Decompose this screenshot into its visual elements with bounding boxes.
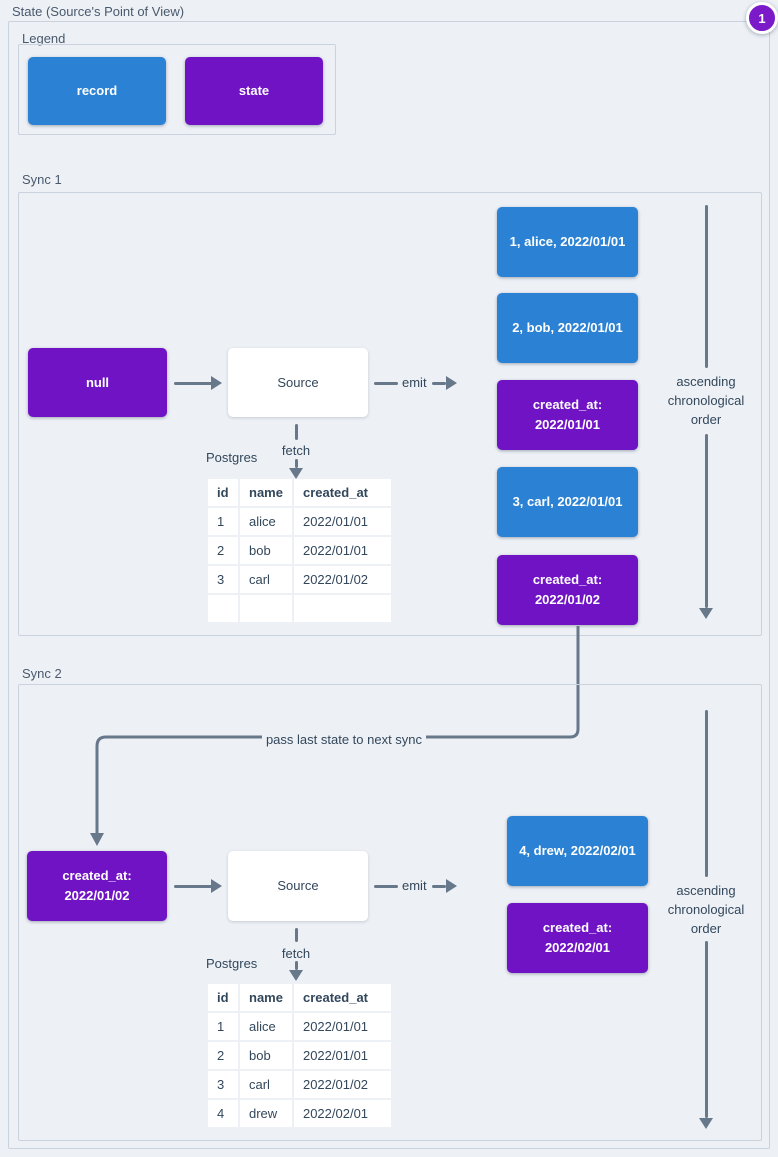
connector-line [432, 382, 446, 385]
sync2-fetch-label: fetch [281, 946, 311, 961]
table-cell: bob [240, 537, 292, 564]
sync2-emit-label: emit [402, 878, 427, 893]
outer-frame [8, 21, 770, 1149]
table-cell: 4 [208, 1100, 238, 1127]
connector-line [705, 941, 708, 1118]
connector-line [374, 885, 398, 888]
table-cell: 2 [208, 1042, 238, 1069]
table-header-cell: name [240, 984, 292, 1011]
table-row: 2 bob 2022/01/01 [208, 1042, 391, 1069]
arrowhead-right-icon [446, 376, 457, 390]
table-cell: 1 [208, 508, 238, 535]
sync1-postgres-table: id name created_at 1 alice 2022/01/01 2 … [206, 477, 393, 624]
table-header-cell: id [208, 984, 238, 1011]
sync2-postgres-table: id name created_at 1 alice 2022/01/01 2 … [206, 982, 393, 1129]
table-cell: 2022/01/01 [293, 1042, 391, 1069]
table-row: 1 alice 2022/01/01 [208, 1013, 391, 1040]
sync1-group [18, 192, 762, 636]
table-cell [293, 595, 391, 622]
state-node: created_at: 2022/01/02 [497, 555, 638, 625]
sync1-db-label: Postgres [206, 450, 258, 465]
arrowhead-down-icon [699, 608, 713, 619]
connector-line [295, 424, 298, 440]
table-cell: 2022/01/01 [293, 508, 391, 535]
arrowhead-down-icon [289, 468, 303, 479]
connector-line [174, 885, 212, 888]
pass-state-label: pass last state to next sync [265, 732, 423, 747]
connector-line [705, 434, 708, 608]
table-cell: 1 [208, 1013, 238, 1040]
table-row: 1 alice 2022/01/01 [208, 508, 391, 535]
sync1-order-label: ascending chronological order [667, 374, 745, 427]
legend-label: Legend [22, 31, 66, 46]
connector-line [374, 382, 398, 385]
arrowhead-right-icon [211, 376, 222, 390]
sync2-group [18, 684, 762, 1141]
connector-line [432, 885, 446, 888]
table-cell: alice [240, 1013, 292, 1040]
sync2-source-node: Source [228, 851, 368, 921]
arrowhead-right-icon [446, 879, 457, 893]
table-cell: drew [240, 1100, 292, 1127]
table-cell: carl [240, 1071, 292, 1098]
arrowhead-right-icon [211, 879, 222, 893]
sync2-order-label: ascending chronological order [667, 883, 745, 936]
arrowhead-down-icon [289, 970, 303, 981]
sync2-db-label: Postgres [206, 956, 258, 971]
sync1-input-state-node: null [28, 348, 167, 417]
table-cell [208, 595, 238, 622]
sync2-label: Sync 2 [22, 666, 62, 681]
page-title: State (Source's Point of View) [12, 4, 185, 19]
step-badge: 1 [746, 2, 778, 34]
state-node: created_at: 2022/02/01 [507, 903, 648, 973]
table-cell: 3 [208, 566, 238, 593]
record-node: 3, carl, 2022/01/01 [497, 467, 638, 537]
table-row: 4 drew 2022/02/01 [208, 1100, 391, 1127]
table-cell: 2022/01/02 [293, 566, 391, 593]
table-row [208, 595, 391, 622]
sync1-source-node: Source [228, 348, 368, 417]
table-cell [240, 595, 292, 622]
connector-line [174, 382, 212, 385]
connector-line [705, 710, 708, 877]
record-node: 1, alice, 2022/01/01 [497, 207, 638, 277]
sync1-label: Sync 1 [22, 172, 62, 187]
record-node: 2, bob, 2022/01/01 [497, 293, 638, 363]
table-header-cell: created_at [293, 984, 391, 1011]
table-cell: alice [240, 508, 292, 535]
record-node: 4, drew, 2022/02/01 [507, 816, 648, 886]
table-cell: 2022/01/02 [293, 1071, 391, 1098]
table-cell: bob [240, 1042, 292, 1069]
table-row: 2 bob 2022/01/01 [208, 537, 391, 564]
legend-state-swatch: state [185, 57, 323, 125]
connector-line [295, 961, 298, 970]
sync2-input-state-node: created_at: 2022/01/02 [27, 851, 167, 921]
table-cell: 2022/01/01 [293, 1013, 391, 1040]
table-cell: 2022/01/01 [293, 537, 391, 564]
table-cell: carl [240, 566, 292, 593]
table-cell: 3 [208, 1071, 238, 1098]
connector-line [295, 928, 298, 942]
table-cell: 2 [208, 537, 238, 564]
table-row: 3 carl 2022/01/02 [208, 1071, 391, 1098]
sync1-fetch-label: fetch [281, 443, 311, 458]
arrowhead-down-icon [699, 1118, 713, 1129]
table-header-cell: name [240, 479, 292, 506]
table-header-cell: id [208, 479, 238, 506]
table-cell: 2022/02/01 [293, 1100, 391, 1127]
connector-line [705, 205, 708, 368]
legend-record-swatch: record [28, 57, 166, 125]
state-node: created_at: 2022/01/01 [497, 380, 638, 450]
legend-group [18, 44, 336, 135]
table-header-cell: created_at [293, 479, 391, 506]
sync1-emit-label: emit [402, 375, 427, 390]
table-row: 3 carl 2022/01/02 [208, 566, 391, 593]
connector-line [295, 459, 298, 468]
